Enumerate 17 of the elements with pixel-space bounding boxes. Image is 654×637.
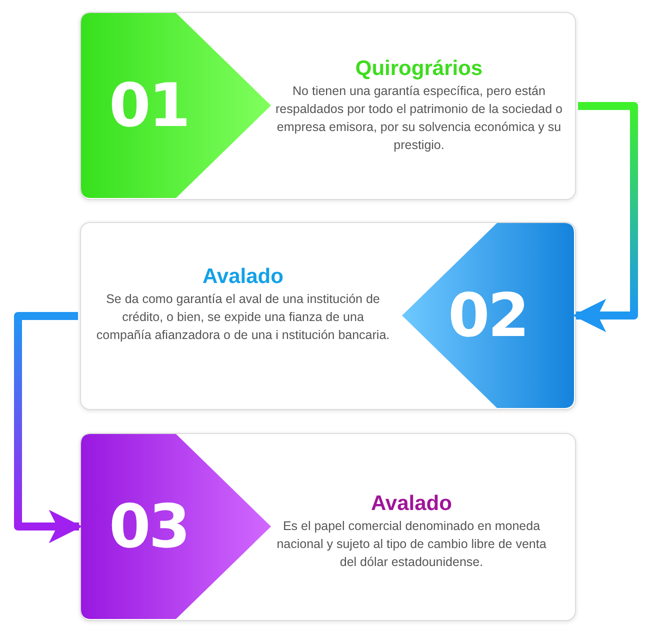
card: [80, 12, 576, 200]
step-number: 02: [448, 286, 528, 346]
card-description: No tienen una garantía específica, pero están respaldados por todo el patrimonio de la sociedad o empresa emisora, por su solvencia económica y su prestigio.: [274, 83, 564, 154]
step-number: 01: [109, 76, 188, 136]
card-title: Avalado: [371, 492, 452, 516]
arrow-shaped-badge: [81, 434, 271, 619]
card-title: Avalado: [202, 265, 284, 289]
card-description: Es el papel comercial denominado en moneda nacional y sujeto al tipo de cambio libre de venta del dólar estadounidense.: [276, 518, 548, 571]
bent-arrow: [572, 102, 638, 332]
arrow-shaped-badge: [81, 13, 271, 198]
card: [80, 433, 576, 621]
step-number: 03: [109, 496, 188, 556]
card-title: Quirogrários: [355, 57, 483, 81]
card-description: Se da como garantía el aval de una institución de crédito, o bien, se expide una fianza de una compañía afianzadora o de una i nstitución bancaria.: [95, 291, 391, 344]
card: [80, 222, 576, 410]
arrow-shaped-badge: [402, 223, 574, 408]
bent-arrow: [14, 312, 82, 544]
